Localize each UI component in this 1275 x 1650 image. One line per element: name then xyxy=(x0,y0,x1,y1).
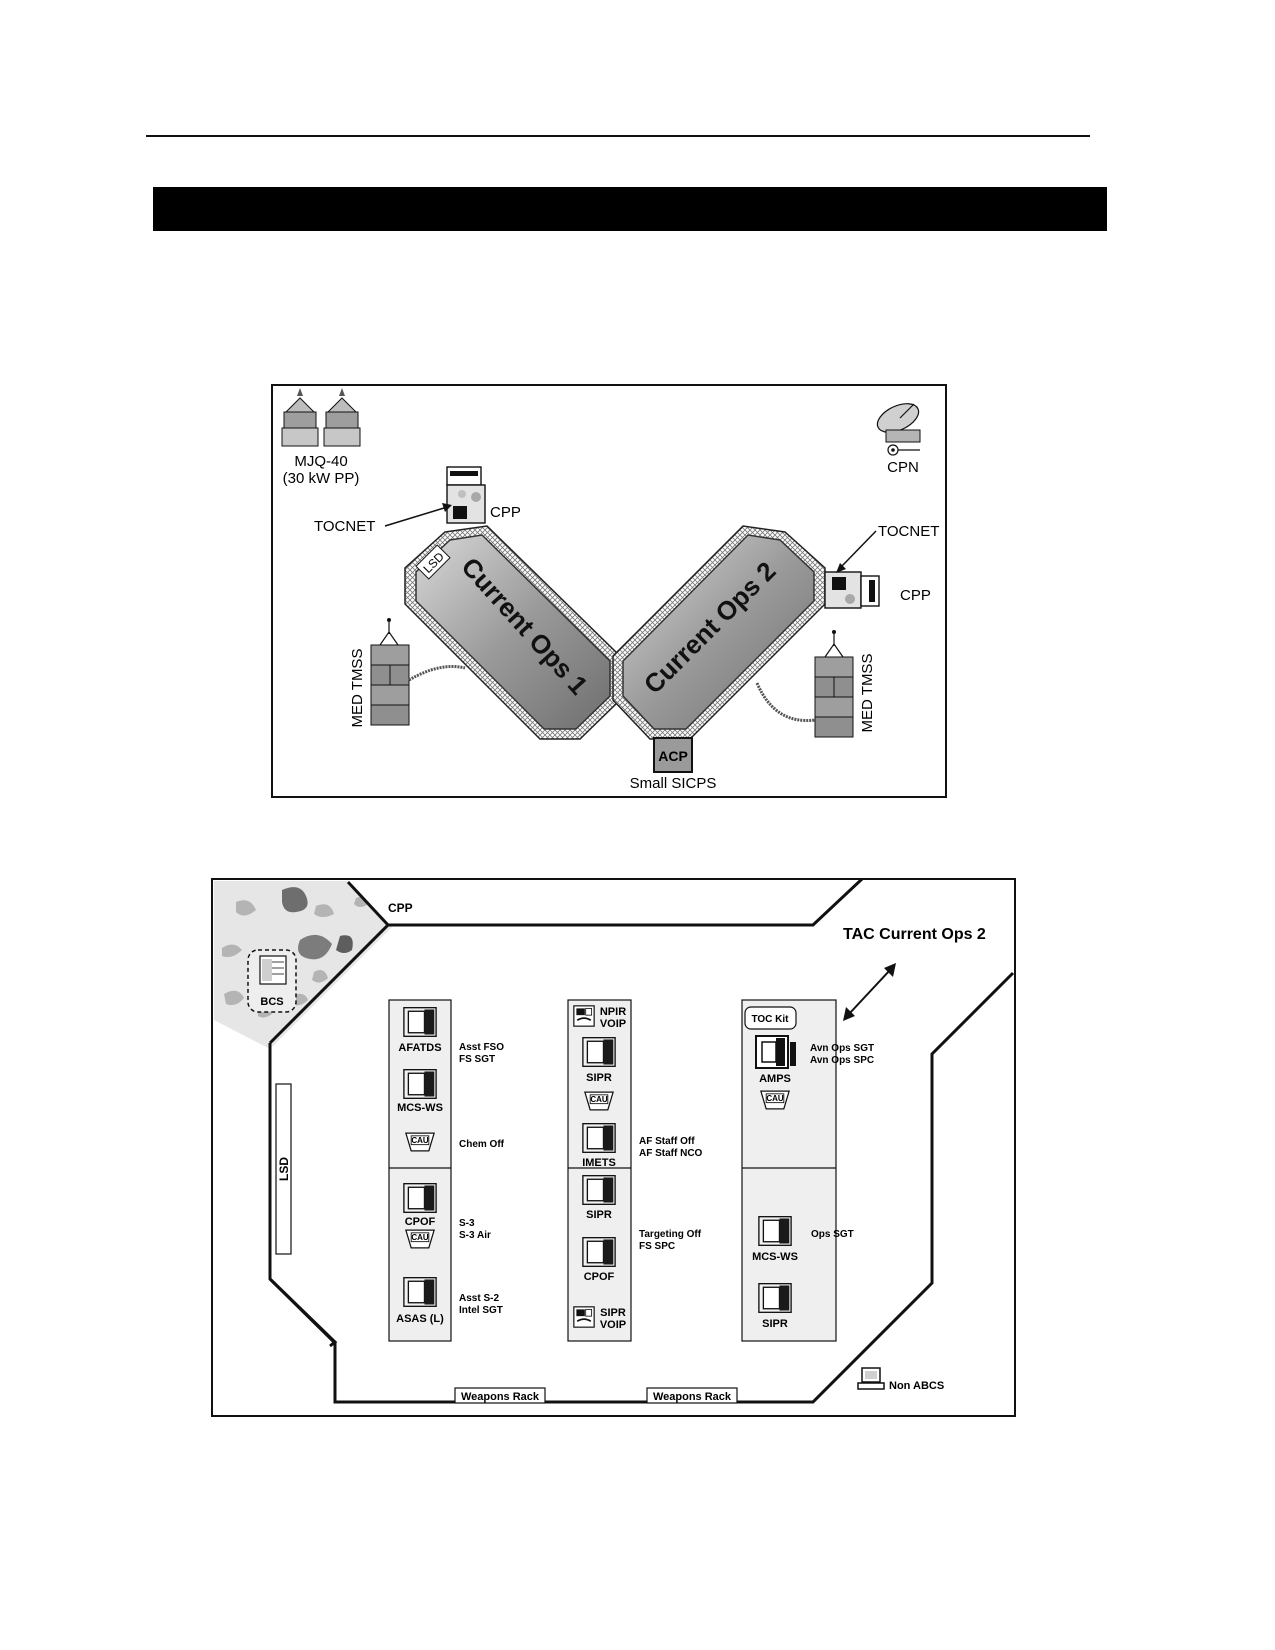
weapons-rack xyxy=(454,1387,546,1404)
generator-icon xyxy=(323,388,361,447)
lsd-bar xyxy=(275,1083,292,1255)
title-bar xyxy=(153,187,1107,231)
voip-phone-icon xyxy=(573,1306,595,1328)
workstation-icon xyxy=(403,1182,437,1214)
mcsws-label: MCS-WS xyxy=(752,1251,798,1263)
workstation-icon xyxy=(758,1282,792,1314)
sipr-label: SIPR xyxy=(586,1209,612,1221)
voip-phone-icon xyxy=(573,1005,595,1027)
table-right: TOC Kit AMPS CAU MCS-WS SIPR xyxy=(741,999,837,1342)
role-label: AF Staff Off xyxy=(639,1136,695,1147)
workstation-icon xyxy=(403,1276,437,1308)
weapons-rack-label: Weapons Rack xyxy=(653,1391,732,1403)
cpof-label: CPOF xyxy=(405,1216,436,1228)
non-abcs-label: Non ABCS xyxy=(889,1380,944,1392)
weapons-rack xyxy=(646,1387,738,1404)
generators-label-line2: (30 kW PP) xyxy=(283,470,360,487)
cpp-vehicle-right xyxy=(824,571,880,609)
tmss-shelter-right xyxy=(814,630,854,738)
amps-workstation-icon xyxy=(755,1035,796,1069)
acp-label: ACP xyxy=(658,748,688,764)
sipr-label: SIPR xyxy=(762,1318,788,1330)
workstation-icon xyxy=(582,1036,616,1068)
cpn-label: CPN xyxy=(887,459,919,476)
figure-1-tent-layout: MJQ-40 (30 kW PP) CPN Current Ops 1 xyxy=(271,384,947,798)
npir-label: NPIR xyxy=(600,1006,626,1018)
role-label: Avn Ops SPC xyxy=(810,1055,874,1066)
toc-kit-label: TOC Kit xyxy=(751,1014,789,1025)
arrow xyxy=(384,507,445,527)
arrowhead xyxy=(884,963,896,977)
role-label: Avn Ops SGT xyxy=(810,1043,874,1054)
role-label: S-3 Air xyxy=(459,1230,491,1241)
workstation-icon xyxy=(582,1236,616,1268)
tent-wall xyxy=(388,877,864,927)
role-label: Intel SGT xyxy=(459,1305,503,1316)
workstation-icon xyxy=(758,1215,792,1247)
role-label: Chem Off xyxy=(459,1139,505,1150)
tent-wall xyxy=(268,971,1015,1404)
mcsws-label: MCS-WS xyxy=(397,1102,443,1114)
laptop-icon xyxy=(857,1367,885,1390)
cpp-right-label: CPP xyxy=(900,587,931,604)
tmss-right-label: MED TMSS xyxy=(859,654,876,733)
figure-2-title: TAC Current Ops 2 xyxy=(843,926,986,943)
weapons-rack-label: Weapons Rack xyxy=(461,1391,540,1403)
role-label: Asst S-2 xyxy=(459,1293,499,1304)
workstation-icon xyxy=(582,1174,616,1206)
toc-kit-box xyxy=(744,1006,797,1030)
cau-label: CAU xyxy=(766,1094,784,1103)
generators-label-line1: MJQ-40 xyxy=(294,453,347,470)
tocnet-right-label: TOCNET xyxy=(878,523,939,540)
asas-label: ASAS (L) xyxy=(396,1313,444,1325)
tmss-shelter-left xyxy=(370,618,410,726)
workstation-icon xyxy=(403,1006,437,1038)
role-label: Ops SGT xyxy=(811,1229,854,1240)
bcs-label: BCS xyxy=(260,996,283,1008)
arrowhead xyxy=(836,563,846,573)
role-label: Targeting Off xyxy=(639,1229,702,1240)
workstation-icon xyxy=(582,1122,616,1154)
role-label: FS SPC xyxy=(639,1241,675,1252)
cau-label: CAU xyxy=(411,1233,429,1242)
tmss-left-label: MED TMSS xyxy=(349,649,366,728)
header-rule xyxy=(146,135,1090,137)
afatds-label: AFATDS xyxy=(398,1042,441,1054)
cpp-top-label: CPP xyxy=(490,504,521,521)
sipr-label: SIPR xyxy=(586,1072,612,1084)
satellite-dish-icon xyxy=(876,403,921,456)
role-label: S-3 xyxy=(459,1218,475,1229)
figure-2-floor-plan: BCS CPP TAC Current Ops 2 LSD AFATDS xyxy=(211,877,1016,1417)
arrowhead xyxy=(843,1007,855,1021)
double-arrow xyxy=(848,969,891,1015)
generator-icon xyxy=(281,388,319,447)
cau-label: CAU xyxy=(590,1095,608,1104)
arrow xyxy=(841,530,877,567)
role-label: Asst FSO xyxy=(459,1042,504,1053)
imets-label: IMETS xyxy=(582,1157,616,1169)
voip-label: VOIP xyxy=(600,1018,626,1030)
role-label: FS SGT xyxy=(459,1054,495,1065)
workstation-icon xyxy=(403,1068,437,1100)
table-left: AFATDS MCS-WS CAU CPOF CAU ASAS (L) xyxy=(388,999,452,1342)
lsd-bar-label: LSD xyxy=(277,1157,291,1181)
acp-box xyxy=(653,737,693,773)
sipr-label: SIPR xyxy=(600,1307,626,1319)
arrowhead xyxy=(442,503,452,512)
cable xyxy=(408,665,466,682)
cable xyxy=(755,682,816,723)
tocnet-left-label: TOCNET xyxy=(314,518,375,535)
amps-label: AMPS xyxy=(759,1073,791,1085)
cpof-label: CPOF xyxy=(584,1271,615,1283)
sicps-label: Small SICPS xyxy=(630,775,717,792)
voip-label: VOIP xyxy=(600,1319,626,1331)
table-center: NPIR VOIP SIPR CAU IMETS SIPR CPOF SIPR … xyxy=(567,999,632,1342)
cau-label: CAU xyxy=(411,1136,429,1145)
cpp-vehicle-top xyxy=(446,466,486,524)
role-label: AF Staff NCO xyxy=(639,1148,703,1159)
bcs-workstation-icon xyxy=(259,955,287,985)
cpp-label: CPP xyxy=(388,901,413,915)
